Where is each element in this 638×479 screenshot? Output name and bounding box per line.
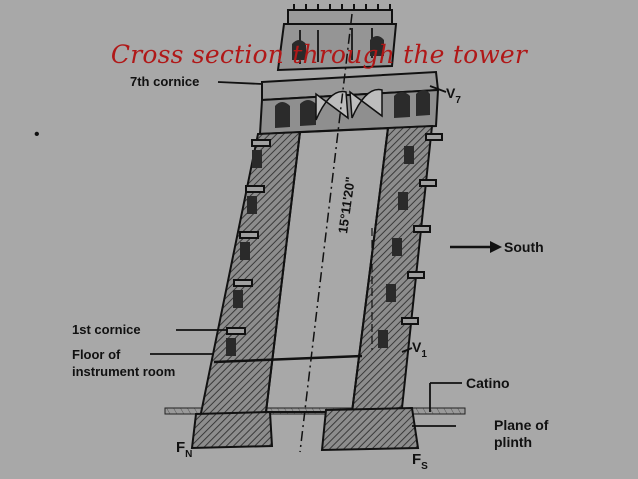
label-instrument-room: instrument room (72, 364, 175, 379)
label-7th-cornice: 7th cornice (130, 74, 199, 89)
gallery-openings (226, 146, 414, 356)
label-fs: FS (412, 451, 428, 472)
label-floor-of: Floor of (72, 347, 121, 362)
foundation-right (320, 406, 420, 452)
label-v7: V7 (446, 85, 461, 106)
label-inclination-angle: 15°11'20" (335, 176, 358, 235)
seventh-cornice-band (258, 70, 440, 136)
label-1st-cornice: 1st cornice (72, 322, 141, 337)
leader-lines (150, 81, 462, 427)
label-plane-of: Plane of (494, 417, 549, 433)
label-v1: V1 (412, 339, 427, 360)
label-plinth: plinth (494, 434, 532, 450)
label-south: South (504, 239, 544, 255)
instrument-room-floor (213, 354, 363, 364)
belfry (276, 4, 398, 72)
vertical-axis-line (299, 13, 353, 453)
foundation-left (190, 410, 274, 450)
cornice-ledges (226, 133, 443, 335)
left-wall-hatched (198, 130, 302, 420)
slide-title: Cross section through the tower (110, 40, 528, 69)
right-wall-hatched (350, 124, 434, 414)
bullet-marker: • (34, 126, 40, 143)
south-arrow (450, 241, 502, 253)
label-fn: FN (176, 439, 192, 460)
label-catino: Catino (466, 375, 510, 391)
